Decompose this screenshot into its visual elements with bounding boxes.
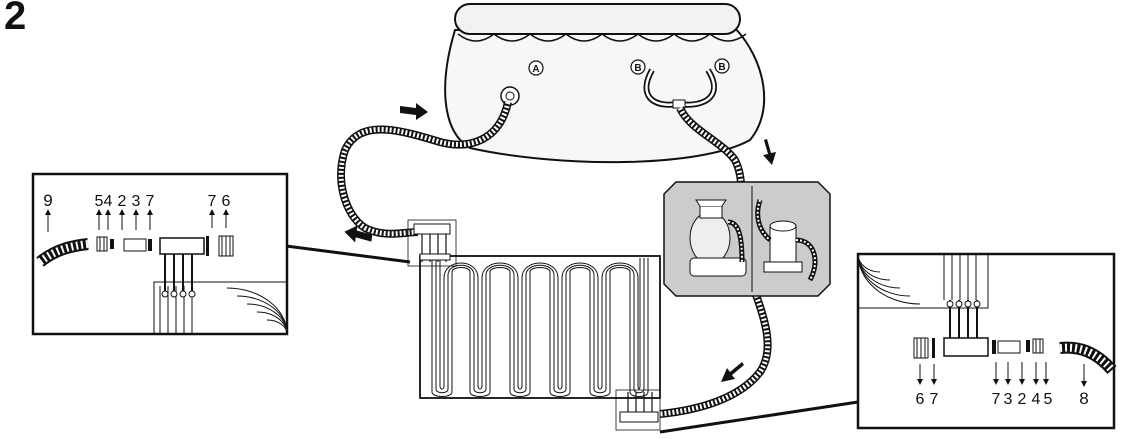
sand-filter	[689, 199, 747, 277]
label-part: 7	[208, 193, 217, 210]
svg-text:B: B	[718, 62, 725, 73]
inlet-port	[500, 86, 520, 106]
label-b-left-badge: B	[630, 59, 646, 75]
label-part: 7	[146, 193, 155, 210]
label-part: 5	[95, 193, 104, 210]
solar-heater-mat	[407, 219, 661, 431]
pump-panel	[663, 181, 831, 297]
label-part: 7	[992, 391, 1001, 408]
pool-rim	[454, 3, 741, 35]
callout-line-right	[659, 400, 859, 434]
label-part: 4	[104, 193, 113, 210]
svg-text:B: B	[634, 63, 641, 74]
pool: A B B	[444, 3, 766, 164]
hose-pump-to-heater	[659, 290, 772, 418]
label-part: 5	[1044, 391, 1053, 408]
svg-text:A: A	[532, 64, 539, 75]
label-hose: 9	[43, 191, 52, 210]
cartridge-filter	[755, 199, 818, 282]
label-part: 4	[1032, 391, 1041, 408]
label-part: 7	[930, 391, 939, 408]
right-inset: 6 7 7 3 2 4 5 8	[856, 252, 1117, 430]
label-b-right-badge: B	[714, 58, 730, 74]
hose-return	[337, 101, 512, 238]
flow-arrow	[344, 103, 776, 382]
water-line	[457, 33, 747, 42]
label-a-badge: A	[528, 60, 544, 76]
step-number: 2	[4, 0, 27, 38]
label-part: 6	[916, 391, 925, 408]
callout-line-left	[285, 244, 411, 264]
left-inset: 9 5 4 2 3 7 7 6	[31, 172, 289, 336]
manifold-detail-left	[407, 219, 457, 267]
label-part: 2	[1018, 391, 1027, 408]
manifold	[943, 337, 989, 357]
label-part: 3	[1004, 391, 1013, 408]
manifold	[159, 237, 205, 255]
label-hose: 8	[1079, 389, 1088, 408]
manifold-detail-right	[615, 389, 661, 431]
label-part: 2	[118, 193, 127, 210]
label-part: 6	[222, 193, 231, 210]
label-part: 3	[132, 193, 141, 210]
